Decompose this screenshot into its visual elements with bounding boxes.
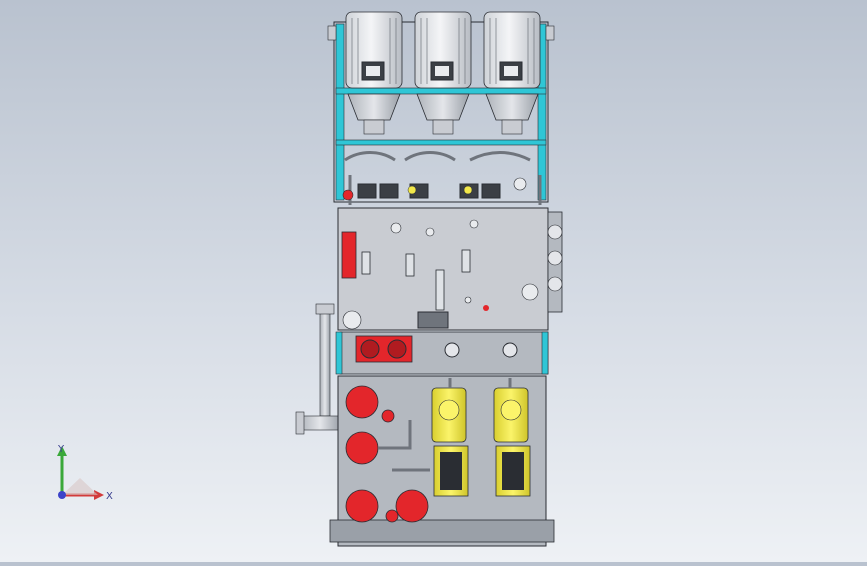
motor-1: [345, 11, 403, 135]
x-axis-arrowhead: [94, 490, 104, 500]
red-filters: [345, 385, 429, 523]
motor-3: [483, 11, 541, 135]
axis-triad: Y X: [40, 440, 120, 510]
upper-frame: [327, 21, 555, 203]
manifold-block: [337, 207, 563, 331]
y-axis-arrowhead: [57, 446, 67, 456]
xy-plane-indicator: [62, 478, 98, 495]
pump-2: [493, 387, 531, 497]
upper-piping: [344, 151, 542, 205]
y-axis-label: Y: [57, 444, 65, 455]
pump-1: [431, 387, 469, 497]
middle-frame: [335, 331, 549, 375]
origin-marker: [58, 491, 66, 499]
valve-row: [342, 177, 527, 201]
motor-2: [414, 11, 472, 135]
x-axis-label: X: [106, 491, 113, 502]
inlet-pipe: [295, 303, 341, 435]
lower-piping: [378, 378, 512, 472]
